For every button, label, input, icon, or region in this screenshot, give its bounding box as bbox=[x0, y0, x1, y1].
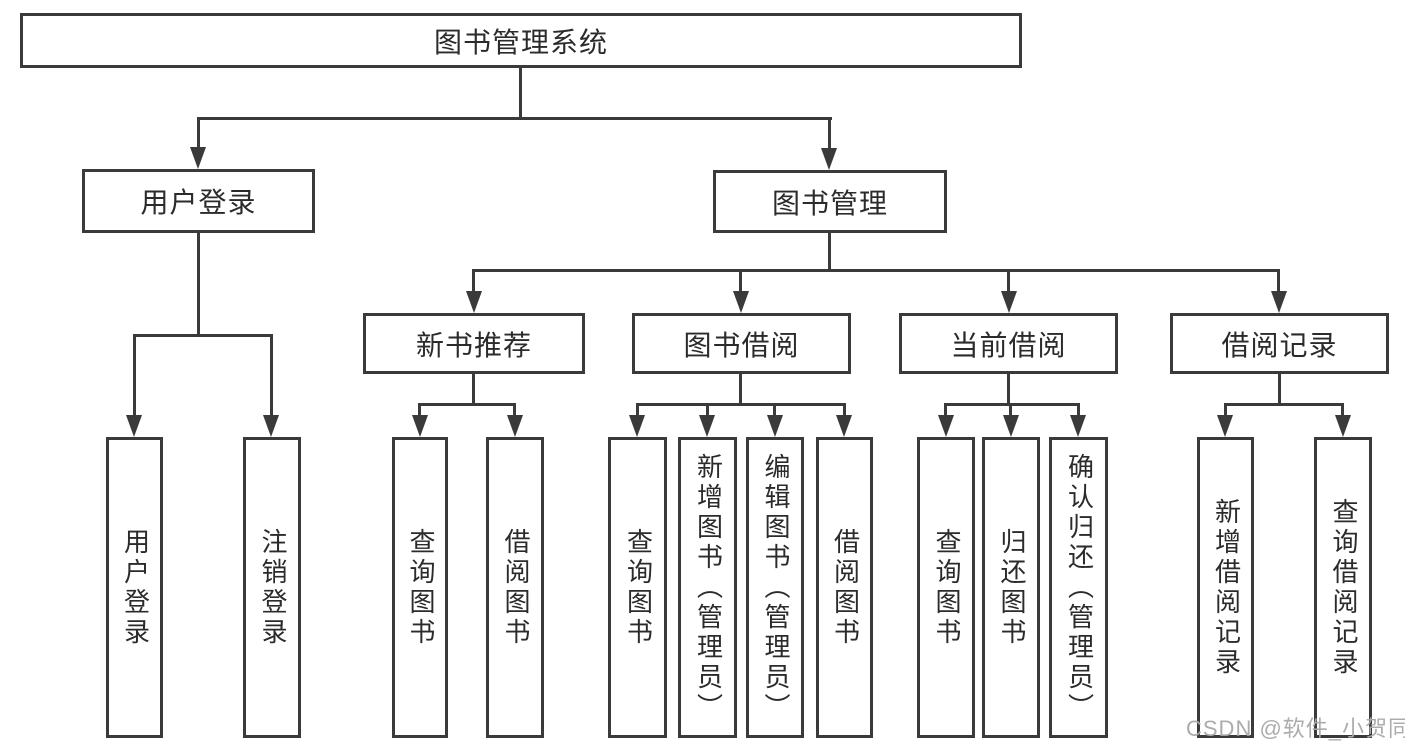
connector-line bbox=[944, 403, 947, 417]
connector-line bbox=[706, 403, 709, 417]
leaf-borrow-books-recommend-label: 借阅图书 bbox=[500, 527, 531, 648]
node-book-borrowing: 图书借阅 bbox=[632, 313, 851, 374]
connector-line bbox=[133, 334, 136, 418]
node-current-borrowing: 当前借阅 bbox=[899, 313, 1118, 374]
connector-line bbox=[944, 403, 1080, 406]
node-current-borrowing-label: 当前借阅 bbox=[950, 329, 1067, 361]
arrow-down-icon bbox=[1217, 415, 1233, 437]
connector-line bbox=[1007, 374, 1010, 405]
node-library-system-label: 图书管理系统 bbox=[433, 26, 608, 58]
leaf-user-login-label: 用户登录 bbox=[120, 527, 151, 648]
arrow-down-icon bbox=[1335, 415, 1351, 437]
node-borrowing-records: 借阅记录 bbox=[1170, 313, 1389, 374]
node-book-management-label: 图书管理 bbox=[771, 187, 888, 219]
connector-line bbox=[1007, 269, 1010, 295]
arrow-down-icon bbox=[1271, 291, 1287, 313]
leaf-return-books-label: 归还图书 bbox=[996, 527, 1027, 648]
connector-line bbox=[636, 403, 639, 417]
connector-line bbox=[1277, 269, 1280, 295]
arrow-down-icon bbox=[263, 415, 279, 437]
watermark-csdn: CSDN @软件_小贺同学 bbox=[1186, 716, 1405, 741]
arrow-down-icon bbox=[1001, 291, 1017, 313]
arrow-down-icon bbox=[1070, 415, 1086, 437]
connector-line bbox=[1224, 403, 1344, 406]
leaf-add-book-admin: 新增图书（管理员） bbox=[678, 437, 737, 738]
leaf-query-books-current-label: 查询图书 bbox=[931, 527, 962, 648]
connector-line bbox=[197, 117, 200, 149]
connector-line bbox=[1077, 403, 1080, 417]
arrow-down-icon bbox=[126, 415, 142, 437]
leaf-user-login: 用户登录 bbox=[106, 437, 163, 738]
node-book-management: 图书管理 bbox=[713, 170, 947, 233]
connector-line bbox=[472, 269, 475, 295]
arrow-down-icon bbox=[412, 415, 428, 437]
leaf-confirm-return-admin: 确认归还（管理员） bbox=[1049, 437, 1108, 738]
arrow-down-icon bbox=[507, 415, 523, 437]
node-new-book-recommend: 新书推荐 bbox=[363, 313, 585, 374]
connector-line bbox=[739, 269, 742, 295]
leaf-query-borrow-record-label: 查询借阅记录 bbox=[1328, 497, 1359, 678]
connector-line bbox=[513, 403, 516, 417]
node-user-login: 用户登录 bbox=[82, 169, 315, 233]
connector-line bbox=[472, 269, 1280, 272]
connector-line bbox=[472, 374, 475, 405]
connector-line bbox=[1341, 403, 1344, 417]
arrow-down-icon bbox=[190, 147, 206, 169]
connector-line bbox=[828, 117, 831, 149]
connector-line bbox=[418, 403, 421, 417]
connector-line bbox=[519, 68, 522, 119]
leaf-add-borrow-record-label: 新增借阅记录 bbox=[1211, 497, 1242, 678]
node-library-system: 图书管理系统 bbox=[20, 13, 1022, 68]
arrow-down-icon bbox=[767, 415, 783, 437]
leaf-query-borrow-record: 查询借阅记录 bbox=[1314, 437, 1372, 738]
leaf-add-book-admin-label: 新增图书（管理员） bbox=[693, 452, 724, 723]
arrow-down-icon bbox=[821, 148, 837, 170]
connector-line bbox=[1009, 403, 1012, 417]
arrow-down-icon bbox=[938, 415, 954, 437]
node-borrowing-records-label: 借阅记录 bbox=[1221, 329, 1338, 361]
connector-line bbox=[773, 403, 776, 417]
connector-line bbox=[197, 117, 832, 120]
leaf-query-books-recommend-label: 查询图书 bbox=[405, 527, 436, 648]
node-user-login-label: 用户登录 bbox=[140, 187, 257, 218]
leaf-add-borrow-record: 新增借阅记录 bbox=[1197, 437, 1254, 738]
leaf-logout: 注销登录 bbox=[243, 437, 301, 738]
connector-line bbox=[270, 334, 273, 418]
connector-line bbox=[1278, 374, 1281, 405]
leaf-query-books-current: 查询图书 bbox=[917, 437, 975, 738]
connector-line bbox=[133, 334, 273, 337]
leaf-edit-book-admin-label: 编辑图书（管理员） bbox=[760, 452, 791, 723]
arrow-down-icon bbox=[836, 415, 852, 437]
connector-line bbox=[828, 233, 831, 271]
leaf-logout-label: 注销登录 bbox=[257, 527, 288, 648]
leaf-edit-book-admin: 编辑图书（管理员） bbox=[746, 437, 804, 738]
arrow-down-icon bbox=[699, 415, 715, 437]
leaf-borrow-books-recommend: 借阅图书 bbox=[486, 437, 544, 738]
node-new-book-recommend-label: 新书推荐 bbox=[415, 329, 532, 361]
arrow-down-icon bbox=[733, 291, 749, 313]
leaf-query-books-recommend: 查询图书 bbox=[392, 437, 448, 738]
connector-line bbox=[843, 403, 846, 417]
connector-line bbox=[636, 403, 845, 406]
connector-line bbox=[739, 374, 742, 405]
leaf-borrow-books-borrowing: 借阅图书 bbox=[816, 437, 873, 738]
leaf-borrow-books-borrowing-label: 借阅图书 bbox=[830, 527, 861, 648]
connector-line bbox=[418, 403, 515, 406]
arrow-down-icon bbox=[1003, 415, 1019, 437]
arrow-down-icon bbox=[629, 415, 645, 437]
node-book-borrowing-label: 图书借阅 bbox=[683, 329, 800, 361]
leaf-query-books-borrowing-label: 查询图书 bbox=[623, 527, 654, 648]
connector-line bbox=[197, 233, 200, 336]
leaf-confirm-return-admin-label: 确认归还（管理员） bbox=[1064, 452, 1095, 723]
leaf-return-books: 归还图书 bbox=[982, 437, 1040, 738]
arrow-down-icon bbox=[466, 291, 482, 313]
connector-line bbox=[1224, 403, 1227, 417]
leaf-query-books-borrowing: 查询图书 bbox=[608, 437, 667, 738]
